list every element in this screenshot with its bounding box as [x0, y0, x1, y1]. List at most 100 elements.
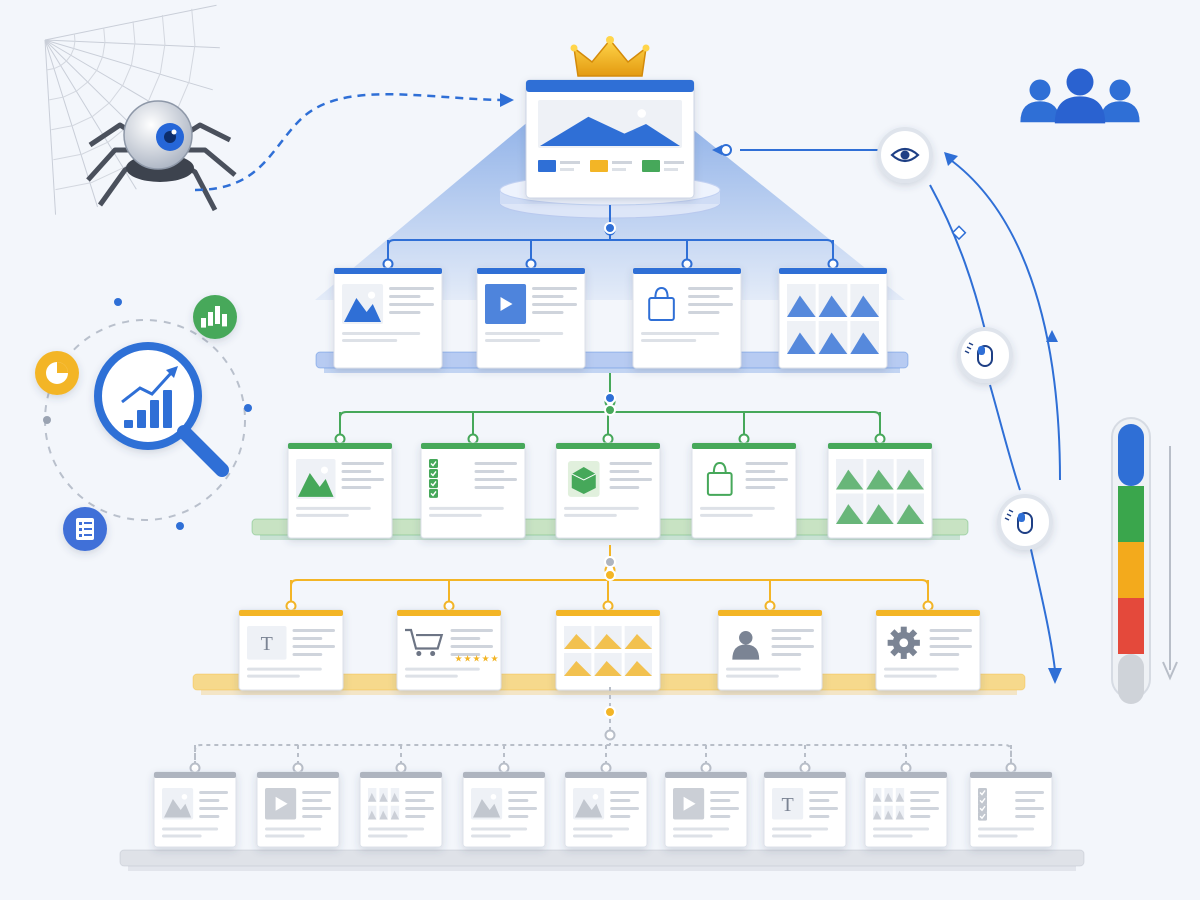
hub-node [604, 706, 616, 718]
text-line [296, 513, 349, 517]
text-line [771, 645, 814, 648]
gear-icon [887, 626, 920, 659]
user-head [1109, 79, 1131, 101]
text-line [302, 807, 331, 810]
page-card: ★★★★★ [396, 609, 502, 691]
card-body [717, 609, 823, 691]
bar-chart-icon [193, 295, 237, 339]
text-line [341, 478, 384, 481]
spider-web-icon [44, 4, 220, 215]
crown-icon [570, 36, 650, 77]
card-header-bar [477, 268, 585, 274]
eye-icon [877, 127, 933, 183]
text-line [1015, 799, 1036, 802]
card-header-bar [556, 443, 660, 449]
chart-bar [163, 390, 172, 428]
text-line [474, 478, 517, 481]
text-icon: T [772, 788, 804, 820]
gallery-icon [836, 459, 924, 524]
user-body [1100, 101, 1140, 123]
text-line [745, 470, 776, 473]
card-header-bar [779, 268, 887, 274]
text-line [809, 791, 838, 794]
text-line [508, 791, 537, 794]
connector-node [681, 258, 693, 270]
text-line [688, 303, 733, 306]
text-line [726, 674, 779, 678]
text-line [296, 506, 371, 510]
hub-node [604, 569, 616, 581]
text-line [745, 462, 788, 465]
priority-segment [1118, 598, 1144, 654]
priority-segment [1118, 424, 1144, 486]
text-line [389, 303, 434, 306]
image-icon [538, 100, 682, 148]
priority-bar [1111, 417, 1178, 704]
flow-line [1029, 544, 1056, 671]
user-head [1066, 68, 1094, 96]
video-icon [673, 788, 705, 820]
page-card [864, 771, 948, 848]
priority-segment [1118, 486, 1144, 542]
text-line [745, 478, 788, 481]
text-line [809, 807, 838, 810]
text-line [485, 332, 564, 335]
connector-node [602, 600, 614, 612]
connector-node [498, 762, 510, 774]
rating-star: ★ [464, 654, 472, 664]
text-line [564, 513, 617, 517]
checklist-icon [978, 788, 987, 821]
text-line [532, 311, 564, 314]
text-line [199, 807, 228, 810]
text-line [673, 827, 730, 831]
text-line [389, 287, 434, 290]
text-line [471, 834, 511, 838]
connector-node [827, 258, 839, 270]
user-flow [712, 127, 1062, 684]
text-line [610, 791, 639, 794]
page-card [287, 442, 393, 539]
page-card [632, 267, 742, 369]
text-line [910, 807, 939, 810]
text-line [508, 807, 537, 810]
text-line [929, 645, 972, 648]
text-line [532, 303, 577, 306]
card-header-bar [665, 772, 747, 778]
text-line [247, 674, 300, 678]
text-line [772, 834, 812, 838]
text-line [532, 295, 564, 298]
text-line [771, 653, 802, 656]
text-line [771, 629, 814, 632]
text-line [450, 653, 481, 656]
text-line [929, 629, 972, 632]
text-line [710, 807, 739, 810]
gallery-icon [368, 788, 400, 820]
hub-node [604, 556, 616, 568]
connector-node [1005, 762, 1017, 774]
cube-icon [567, 460, 600, 497]
card-header-bar [828, 443, 932, 449]
tier-3: T★★★★★ [192, 545, 1026, 695]
tier-platform [315, 351, 909, 369]
text-line [609, 478, 652, 481]
connector-node [764, 600, 776, 612]
connector-node [189, 762, 201, 774]
tier-2 [251, 373, 969, 540]
text-line [450, 629, 493, 632]
page-card [875, 609, 981, 691]
flow-line [929, 184, 986, 331]
spider-robot-icon [86, 93, 514, 212]
text-line [564, 506, 639, 510]
connector-node [395, 762, 407, 774]
chart-bar [150, 400, 159, 428]
checklist-icon [429, 459, 438, 498]
image-icon [342, 284, 384, 324]
image-icon [573, 788, 605, 820]
text-line [302, 791, 331, 794]
text-line [910, 815, 931, 818]
text-line [710, 815, 731, 818]
text-line [292, 629, 335, 632]
text-line [405, 807, 434, 810]
text-line [341, 470, 372, 473]
